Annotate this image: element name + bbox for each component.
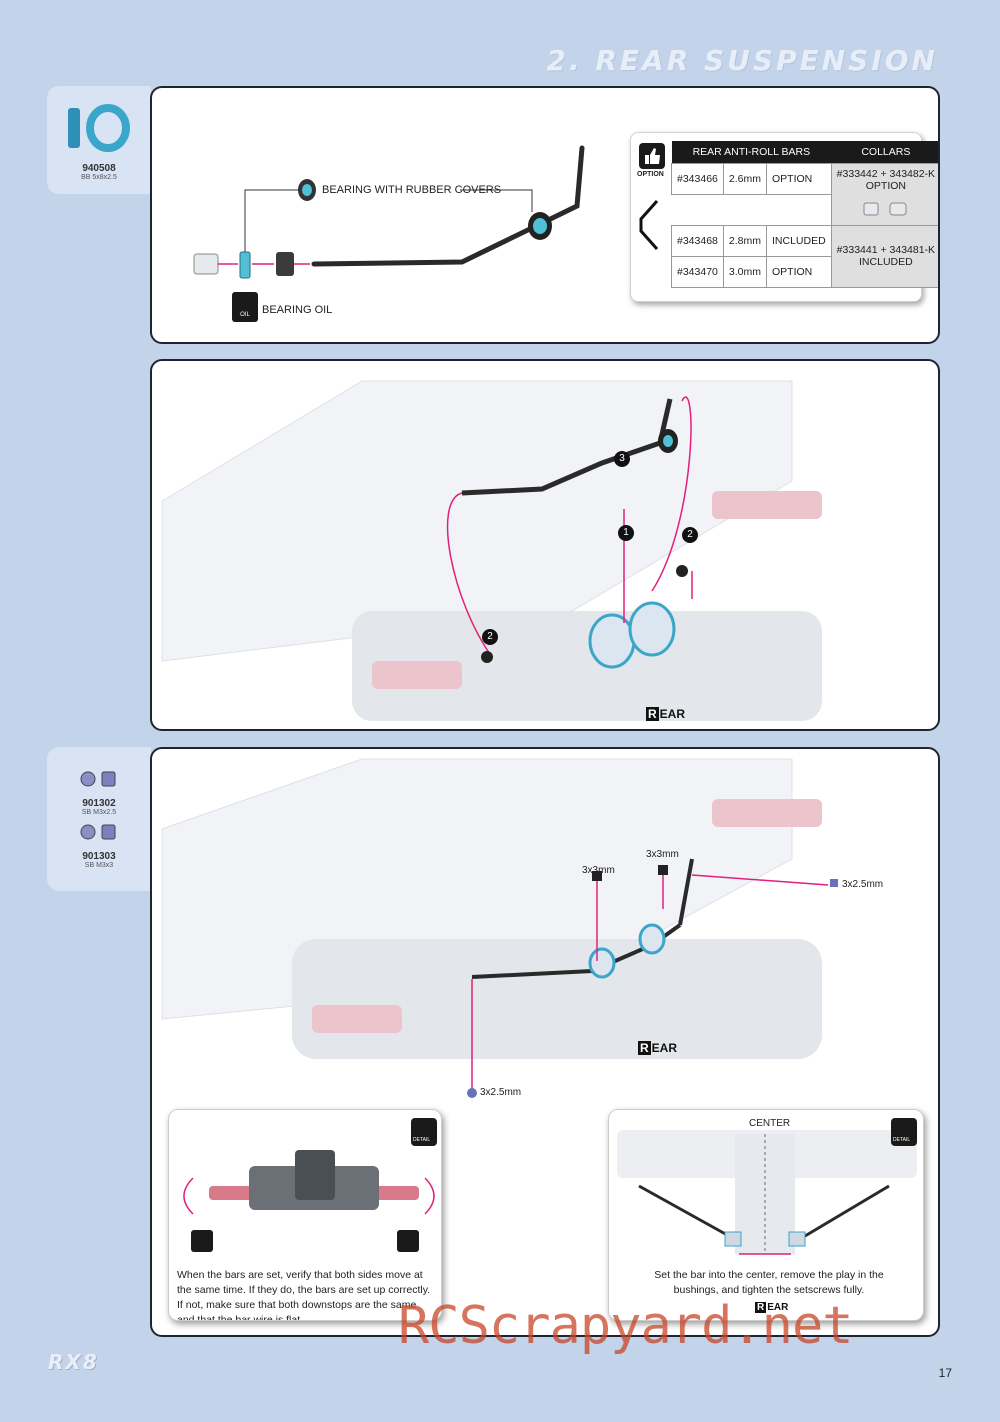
rear-letter: R bbox=[638, 1041, 651, 1055]
chassis-assembled-drawing bbox=[161, 758, 838, 1098]
table-cell bbox=[766, 194, 831, 225]
detail-icon: DETAIL bbox=[891, 1118, 917, 1146]
thumbs-up-icon bbox=[639, 143, 665, 169]
table-cell: INCLUDED bbox=[765, 224, 832, 257]
table-cell: 2.6mm bbox=[722, 162, 767, 195]
table-header: REAR ANTI-ROLL BARS bbox=[671, 141, 832, 163]
table-cell: #333442 + 343482-K OPTION bbox=[830, 162, 938, 226]
parts-tab-step3: 901302 SB M3x2.5 901303 SB M3x3 bbox=[47, 747, 151, 891]
part-code: 901302 bbox=[82, 798, 116, 809]
table-cell bbox=[672, 194, 724, 225]
table-header: COLLARS bbox=[831, 141, 938, 163]
table-cell: OPTION bbox=[765, 255, 832, 288]
section-title: 2. REAR SUSPENSION bbox=[546, 44, 938, 77]
screw-size-label: 3x3mm bbox=[582, 865, 615, 876]
rear-letter: R bbox=[646, 707, 659, 721]
watermark: RCScrapyard.net bbox=[398, 1296, 854, 1356]
detail-right-text: Set the bar into the center, remove the … bbox=[654, 1269, 884, 1296]
callout-2-left: 2 bbox=[482, 629, 498, 645]
step1-panel: OIL BEARING WITH RUBBER COVERS BEARING O… bbox=[150, 86, 940, 344]
table-cell bbox=[723, 194, 766, 225]
table-row: #343466 2.6mm OPTION #333442 + 343482-K … bbox=[671, 162, 938, 226]
collar-part: #333442 + 343482-K bbox=[836, 167, 936, 180]
option-table-box: OPTION REAR ANTI-ROLL BARS COLLARS #3434… bbox=[630, 132, 938, 302]
bar-shape-icon bbox=[639, 200, 659, 250]
chassis-drawing bbox=[161, 380, 822, 721]
parts-tab-step1: 940508 BB 5x8x2.5 bbox=[47, 86, 151, 194]
center-setting-drawing bbox=[617, 1130, 917, 1255]
option-label: OPTION bbox=[637, 171, 664, 178]
detail-icon-label: DETAIL bbox=[893, 1137, 911, 1143]
page-number: 17 bbox=[938, 1366, 952, 1380]
collar-icon bbox=[863, 202, 907, 215]
anti-roll-bar-drawing: OIL bbox=[193, 145, 585, 322]
rear-view-drawing bbox=[183, 1150, 435, 1252]
part-code: 940508 bbox=[82, 163, 116, 174]
bearing-icon bbox=[68, 104, 130, 152]
detail-box-right: CENTER DETAIL Set the bar into the cente… bbox=[608, 1109, 924, 1321]
table-cell: #343468 bbox=[671, 224, 724, 257]
collar-status: OPTION bbox=[865, 179, 906, 192]
screw-size-label: 3x3mm bbox=[646, 849, 679, 860]
callout-2-right: 2 bbox=[682, 527, 698, 543]
svg-text:OIL: OIL bbox=[240, 312, 250, 318]
detail-box-left: DETAIL When the bars are set, verify tha… bbox=[168, 1109, 442, 1321]
bearing-covers-label: BEARING WITH RUBBER COVERS bbox=[322, 184, 502, 196]
part-desc: SB M3x2.5 bbox=[81, 809, 117, 816]
setscrew-icon bbox=[80, 771, 116, 787]
callout-3: 3 bbox=[614, 451, 630, 467]
table-row: #343470 3.0mm OPTION bbox=[671, 255, 939, 288]
rear-letter: R bbox=[755, 1302, 767, 1313]
detail-icon-label: DETAIL bbox=[413, 1137, 431, 1143]
screw-size-label: 3x2.5mm bbox=[842, 879, 884, 890]
rear-text: EAR bbox=[659, 707, 686, 721]
detail-icon: DETAIL bbox=[411, 1118, 437, 1146]
rear-text: EAR bbox=[651, 1041, 678, 1055]
screw-size-label: 3x2.5mm bbox=[480, 1087, 522, 1098]
table-cell: #343470 bbox=[671, 255, 724, 288]
detail-left-text: When the bars are set, verify that both … bbox=[177, 1269, 431, 1321]
table-cell: 2.8mm bbox=[722, 224, 767, 257]
collar-part: #333441 + 343481-K bbox=[836, 244, 936, 256]
part-code: 901303 bbox=[82, 851, 116, 862]
callout-1: 1 bbox=[618, 525, 634, 541]
part-desc: BB 5x8x2.5 bbox=[81, 174, 117, 181]
anti-roll-bar-table: REAR ANTI-ROLL BARS COLLARS #343466 2.6m… bbox=[671, 141, 939, 288]
setscrew-icon bbox=[80, 824, 116, 840]
table-cell: #343466 bbox=[671, 162, 724, 195]
brand-logo: RX8 bbox=[48, 1350, 99, 1374]
part-desc: SB M3x3 bbox=[84, 862, 114, 869]
table-row: #343468 2.8mm INCLUDED #333441 + 343481-… bbox=[671, 224, 938, 288]
table-cell: #333441 + 343481-K INCLUDED bbox=[830, 224, 938, 288]
table-cell: 3.0mm bbox=[722, 255, 767, 288]
table-cell: OPTION bbox=[765, 162, 832, 195]
rear-text: EAR bbox=[767, 1302, 789, 1313]
bearing-oil-label: BEARING OIL bbox=[262, 304, 333, 316]
center-label: CENTER bbox=[749, 1118, 791, 1129]
collar-status: INCLUDED bbox=[859, 256, 913, 268]
